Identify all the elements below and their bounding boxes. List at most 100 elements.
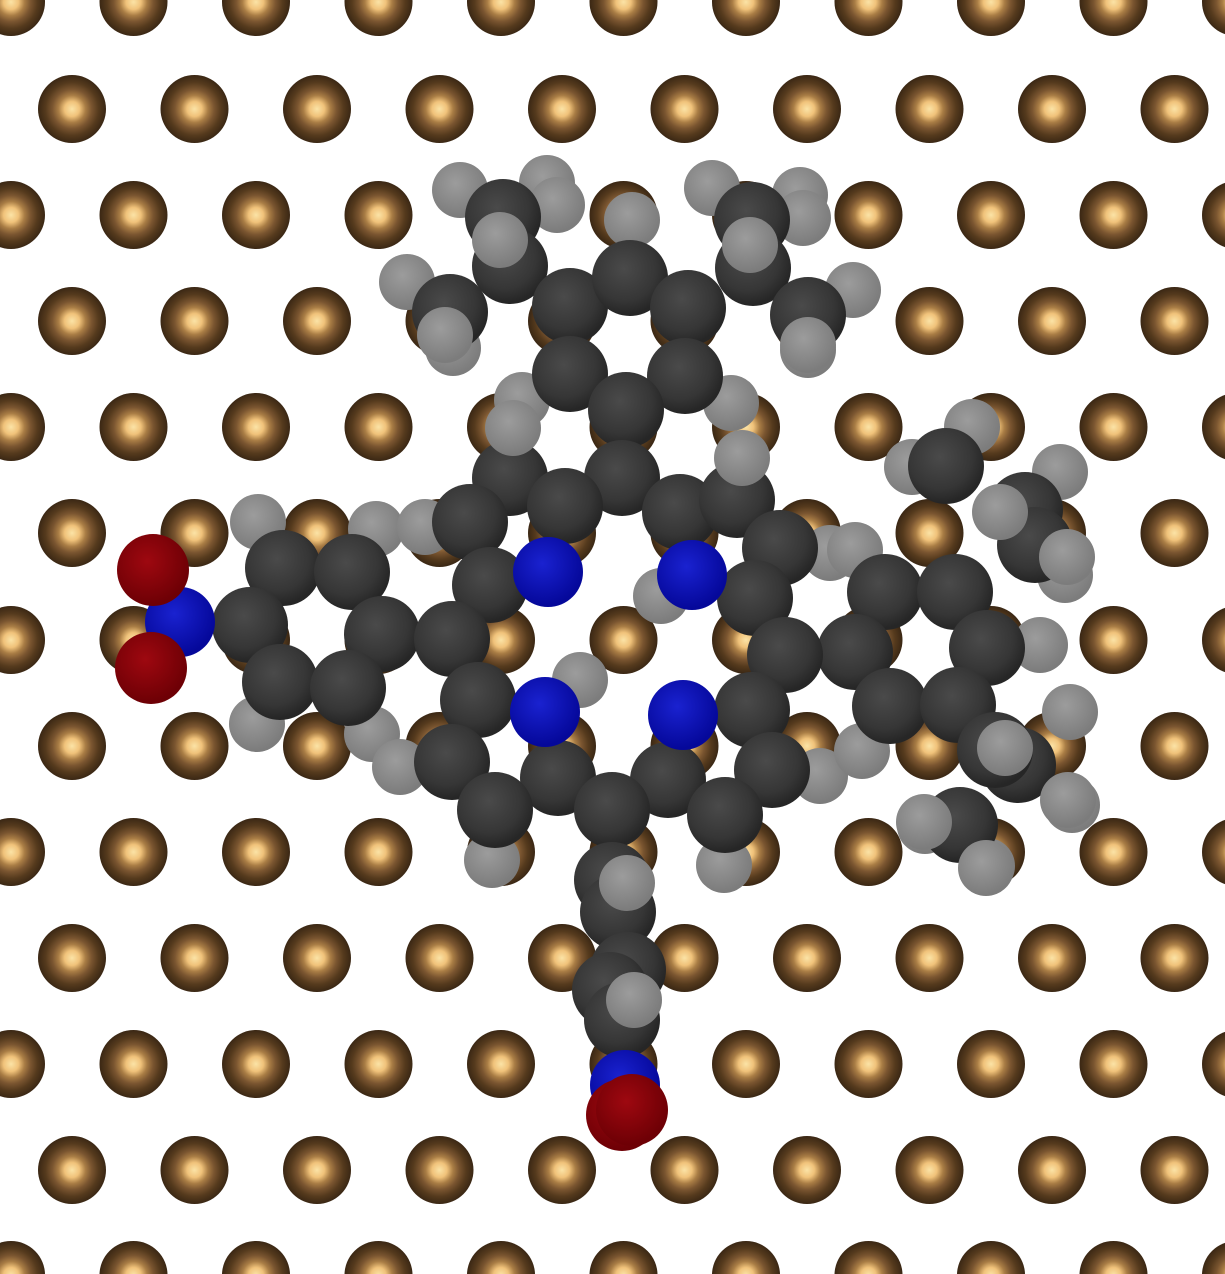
substrate-atom xyxy=(38,1136,106,1204)
oxygen-atom xyxy=(115,632,187,704)
substrate-atom xyxy=(344,818,413,886)
substrate-atom xyxy=(1140,712,1209,780)
substrate-atom xyxy=(405,75,474,143)
substrate-atom xyxy=(0,181,45,249)
carbon-atom xyxy=(650,270,726,346)
substrate-atom xyxy=(160,287,229,355)
substrate-atom xyxy=(344,1030,413,1098)
carbon-atom xyxy=(647,338,723,414)
substrate-atom xyxy=(1018,1136,1086,1204)
hydrogen-atom xyxy=(896,794,952,850)
substrate-atom xyxy=(834,0,903,36)
substrate-atom xyxy=(99,1241,168,1274)
substrate-atom xyxy=(712,1030,780,1098)
hydrogen-atom xyxy=(696,837,752,893)
substrate-atom xyxy=(895,499,964,567)
substrate-atom xyxy=(344,181,413,249)
oxygen-atom xyxy=(117,534,189,606)
substrate-atom xyxy=(0,606,45,674)
substrate-atom xyxy=(160,712,229,780)
hydrogen-atom xyxy=(372,739,428,795)
substrate-atom xyxy=(1079,606,1148,674)
carbon-atom xyxy=(588,372,664,448)
hydrogen-atom xyxy=(775,190,831,246)
carbon-atom xyxy=(314,534,390,610)
substrate-atom xyxy=(1202,0,1225,35)
substrate-atom xyxy=(1079,0,1148,36)
substrate-atom xyxy=(1018,75,1086,143)
substrate-atom xyxy=(834,181,903,249)
substrate-atom xyxy=(344,0,413,36)
substrate-atom xyxy=(222,1030,290,1098)
carbon-atom xyxy=(212,587,288,663)
substrate-atom xyxy=(650,924,719,992)
substrate-atom xyxy=(712,1241,780,1274)
substrate-atom xyxy=(283,712,351,780)
hydrogen-atom xyxy=(1042,684,1098,740)
substrate-atom xyxy=(99,818,168,886)
substrate-atom xyxy=(1079,1241,1148,1274)
substrate-atom xyxy=(589,606,658,674)
carbon-atom xyxy=(584,440,660,516)
substrate-atom xyxy=(834,1030,903,1098)
substrate-atom xyxy=(0,1241,45,1274)
substrate-atom xyxy=(1202,819,1225,885)
substrate-atom xyxy=(1140,924,1209,992)
substrate-atom xyxy=(528,75,596,143)
substrate-atom xyxy=(222,1241,290,1274)
substrate-atom xyxy=(895,75,964,143)
carbon-atom xyxy=(457,772,533,848)
substrate-atom xyxy=(467,0,535,36)
substrate-atom xyxy=(712,0,780,36)
carbon-atom xyxy=(452,547,528,623)
carbon-atom xyxy=(747,617,823,693)
substrate-atom xyxy=(773,75,841,143)
substrate-atom xyxy=(1140,1136,1209,1204)
hydrogen-atom xyxy=(1012,617,1068,673)
substrate-atom xyxy=(957,1030,1025,1098)
carbon-atom xyxy=(717,560,793,636)
substrate-atom xyxy=(895,924,964,992)
hydrogen-atom xyxy=(604,192,660,248)
substrate-atom xyxy=(467,1241,535,1274)
substrate-atom xyxy=(834,393,903,461)
substrate-atom xyxy=(773,1136,841,1204)
carbon-atom xyxy=(908,428,984,504)
substrate-atom xyxy=(1140,287,1209,355)
hydrogen-atom xyxy=(1039,529,1095,585)
carbon-atom xyxy=(949,610,1025,686)
carbon-atom xyxy=(630,742,706,818)
substrate-atom xyxy=(895,287,964,355)
carbon-atom xyxy=(414,601,490,677)
carbon-atom xyxy=(440,662,516,738)
carbon-atom xyxy=(242,644,318,720)
carbon-atom xyxy=(817,614,893,690)
hydrogen-atom xyxy=(714,430,770,486)
substrate-atom xyxy=(222,181,290,249)
carbon-atom xyxy=(734,732,810,808)
substrate-atom xyxy=(1202,1242,1225,1274)
substrate-atom xyxy=(344,393,413,461)
substrate-atom xyxy=(957,0,1025,36)
substrate-atom xyxy=(589,1241,658,1274)
substrate-atom xyxy=(650,75,719,143)
substrate-atom xyxy=(957,1241,1025,1274)
hydrogen-atom xyxy=(417,307,473,363)
substrate-atom xyxy=(1018,924,1086,992)
hydrogen-atom xyxy=(1040,772,1096,828)
carbon-atom xyxy=(344,596,420,672)
substrate-atom xyxy=(895,1136,964,1204)
adsorbed-molecule xyxy=(115,155,1100,1151)
oxygen-atom xyxy=(596,1074,668,1146)
carbon-atom xyxy=(245,530,321,606)
carbon-atom xyxy=(310,650,386,726)
substrate-atom xyxy=(834,1241,903,1274)
nitrogen-atom xyxy=(648,680,718,750)
substrate-atom xyxy=(1202,394,1225,460)
substrate-atom xyxy=(1202,607,1225,673)
carbon-atom xyxy=(527,468,603,544)
substrate-atom xyxy=(38,75,106,143)
substrate-atom xyxy=(283,75,351,143)
carbon-atom xyxy=(917,554,993,630)
